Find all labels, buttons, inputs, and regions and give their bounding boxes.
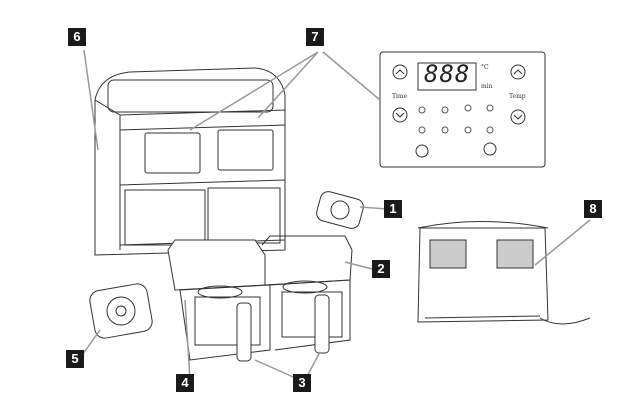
- callout-6: 6: [68, 28, 86, 46]
- callout-8: 8: [584, 200, 602, 218]
- callout-3: 3: [293, 374, 311, 392]
- callout-7: 7: [306, 28, 324, 46]
- temp-unit: °C: [481, 64, 489, 71]
- callout-4: 4: [176, 374, 194, 392]
- rear-view: [417, 221, 591, 325]
- baskets: [167, 235, 353, 362]
- crisper-plate-small: [316, 191, 364, 229]
- panel-display: 888: [424, 60, 471, 88]
- main-unit: [94, 67, 286, 256]
- crisper-plate-large: [89, 283, 153, 339]
- callout-1: 1: [384, 200, 402, 218]
- callout-2: 2: [372, 260, 390, 278]
- callout-5: 5: [66, 350, 84, 368]
- time-unit: min: [481, 83, 493, 90]
- control-panel: [379, 51, 546, 168]
- time-label: Time: [392, 93, 408, 100]
- temp-label: Temp: [509, 93, 526, 100]
